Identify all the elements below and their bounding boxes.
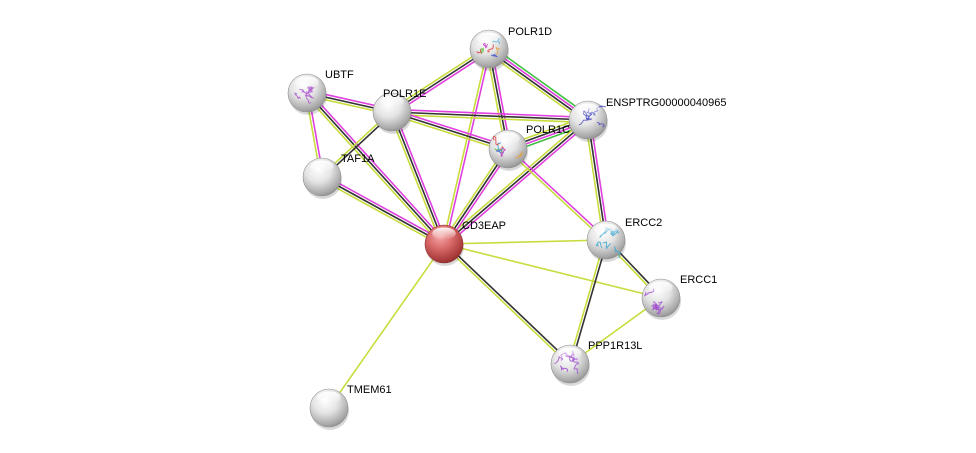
- protein-structure-icon: [644, 288, 665, 315]
- evidence-line-experiments: [589, 119, 610, 240]
- evidence-line-textmining: [388, 112, 443, 246]
- evidence-line-textmining: [506, 149, 606, 242]
- edge-cd3eap-ppp1r13l[interactable]: [442, 242, 572, 366]
- node-polr1e[interactable]: POLR1E: [372, 88, 426, 134]
- evidence-line-coexpression: [391, 111, 445, 245]
- edge-taf1a-cd3eap[interactable]: [320, 174, 446, 247]
- edge-polr1e-ensptrg00000040965[interactable]: [391, 108, 589, 124]
- evidence-line-coexpression: [306, 92, 445, 245]
- edge-polr1c-ercc2[interactable]: [506, 147, 608, 242]
- node-highlight: [310, 160, 334, 173]
- node-label: ENSPTRG00000040965: [606, 97, 726, 109]
- node-ppp1r13l[interactable]: PPP1R13L: [550, 340, 642, 386]
- node-polr1c[interactable]: POLR1C: [488, 124, 570, 171]
- node-highlight: [496, 132, 520, 145]
- evidence-line-textmining: [390, 113, 508, 153]
- node-highlight: [477, 32, 501, 45]
- edge-cd3eap-tmem61[interactable]: [328, 243, 445, 409]
- evidence-line-textmining: [390, 46, 489, 111]
- evidence-line-coexpression: [570, 240, 609, 365]
- evidence-line-experiments: [392, 108, 510, 148]
- node-ensptrg00000040965[interactable]: ENSPTRG00000040965: [568, 97, 726, 142]
- evidence-line-experiments: [508, 147, 608, 240]
- evidence-line-textmining: [486, 51, 587, 124]
- node-label: PPP1R13L: [588, 340, 642, 352]
- evidence-line-experiments: [444, 49, 492, 245]
- edge-ercc2-ppp1r13l[interactable]: [567, 239, 609, 365]
- node-label: ERCC2: [625, 217, 662, 229]
- node-label: UBTF: [325, 69, 354, 81]
- evidence-line-coexpression: [321, 176, 445, 245]
- evidence-line-coexpression: [444, 242, 572, 364]
- node-ercc1[interactable]: ERCC1: [641, 274, 717, 320]
- evidence-line-database: [490, 45, 591, 118]
- evidence-line-coexpression: [391, 111, 589, 121]
- evidence-line-experiments: [308, 90, 447, 243]
- node-cd3eap[interactable]: CD3EAP: [424, 220, 506, 266]
- node-highlight: [594, 223, 618, 236]
- nodes-layer: POLR1D UBTF POLR1E ENSPTRG00000040965POLR1C…: [287, 26, 726, 430]
- node-highlight: [649, 281, 673, 294]
- node-ercc2[interactable]: ERCC2: [586, 217, 662, 262]
- evidence-line-experiments: [392, 50, 491, 115]
- protein-structure-icon: [492, 135, 523, 159]
- node-label: POLR1C: [526, 124, 570, 136]
- edge-cd3eap-ercc1[interactable]: [443, 243, 662, 299]
- edge-polr1d-ensptrg00000040965[interactable]: [486, 45, 591, 124]
- node-label: CD3EAP: [462, 220, 506, 232]
- node-label: POLR1E: [383, 88, 426, 100]
- node-polr1d[interactable]: POLR1D: [469, 26, 552, 71]
- node-highlight: [317, 391, 341, 404]
- evidence-line-experiments: [489, 47, 590, 120]
- node-highlight: [576, 103, 600, 116]
- node-label: TMEM61: [347, 384, 392, 396]
- edge-polr1e-cd3eap[interactable]: [388, 110, 448, 246]
- evidence-line-textmining: [304, 94, 443, 247]
- node-highlight: [380, 95, 404, 108]
- evidence-line-textmining: [443, 239, 607, 245]
- evidence-line-textmining: [567, 239, 606, 364]
- node-label: POLR1D: [508, 26, 552, 38]
- node-highlight: [295, 76, 319, 89]
- evidence-line-experiments: [392, 108, 589, 119]
- edge-ensptrg00000040965-ercc2[interactable]: [584, 119, 610, 241]
- evidence-line-textmining: [441, 117, 587, 243]
- evidence-line-textmining: [584, 120, 605, 241]
- evidence-line-coexpression: [443, 119, 589, 245]
- node-highlight: [432, 227, 456, 240]
- edge-ensptrg00000040965-cd3eap[interactable]: [441, 117, 591, 247]
- evidence-line-experiments: [322, 174, 446, 243]
- evidence-line-textmining: [328, 243, 445, 409]
- evidence-line-experiments: [393, 110, 448, 244]
- edge-polr1e-polr1c[interactable]: [390, 108, 510, 153]
- node-ubtf[interactable]: UBTF: [287, 69, 354, 115]
- node-tmem61[interactable]: TMEM61: [309, 384, 392, 430]
- node-label: TAF1A: [341, 153, 375, 165]
- edge-cd3eap-ercc2[interactable]: [443, 239, 607, 245]
- evidence-line-coexpression: [391, 111, 509, 150]
- edge-ubtf-cd3eap[interactable]: [304, 90, 447, 247]
- evidence-line-textmining: [443, 243, 662, 299]
- node-taf1a[interactable]: TAF1A: [302, 153, 375, 199]
- edges-layer: [304, 45, 663, 409]
- evidence-line-textmining: [320, 178, 444, 247]
- evidence-line-coexpression: [587, 119, 607, 241]
- evidence-line-textmining: [442, 244, 570, 366]
- evidence-line-coexpression: [487, 49, 588, 122]
- edge-polr1d-cd3eap[interactable]: [441, 48, 492, 245]
- evidence-line-experiments: [445, 121, 591, 247]
- evidence-line-textmining: [441, 48, 489, 244]
- evidence-line-textmining: [391, 113, 588, 124]
- node-label: ERCC1: [680, 274, 717, 286]
- node-highlight: [558, 347, 582, 360]
